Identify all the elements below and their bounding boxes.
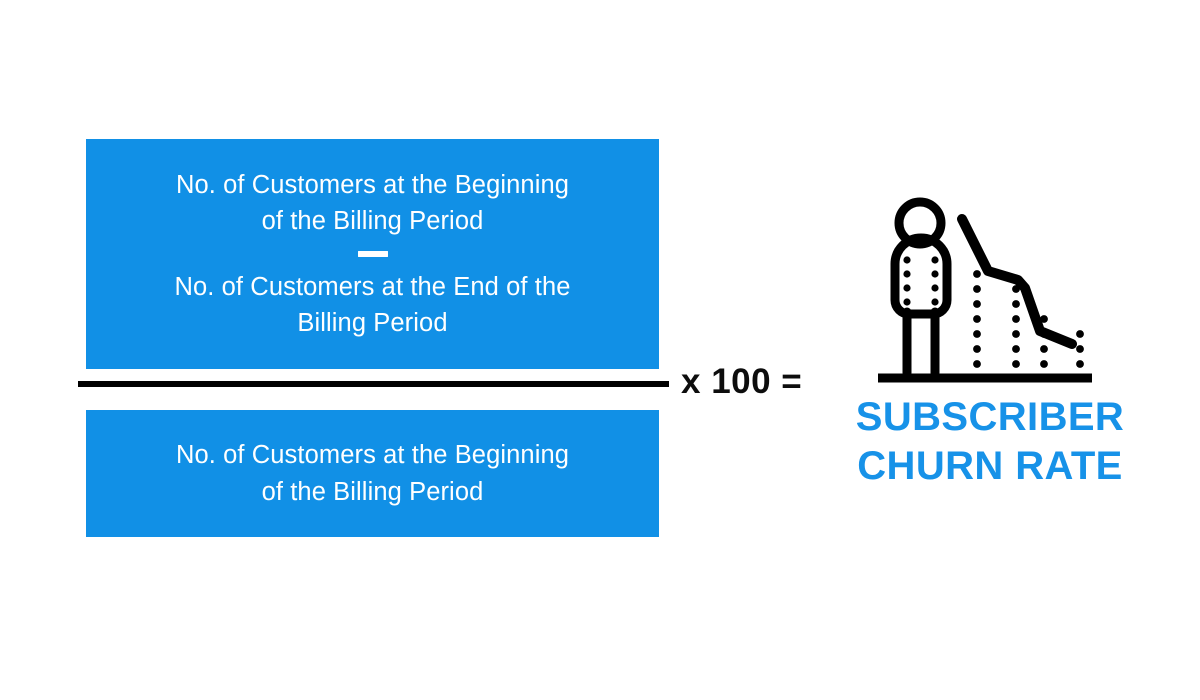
chart-dotted-columns bbox=[973, 270, 1084, 368]
numerator-line-2: No. of Customers at the End of the Billi… bbox=[174, 272, 571, 337]
multiplier-text: x 100 = bbox=[681, 362, 803, 401]
result-group: SUBSCRIBER CHURN RATE bbox=[820, 180, 1170, 510]
result-label: SUBSCRIBER CHURN RATE bbox=[855, 395, 1125, 488]
minus-sign-icon bbox=[357, 250, 388, 257]
person-with-declining-chart-icon bbox=[878, 197, 1092, 383]
numerator-box: No. of Customers at the Beginning of the… bbox=[86, 139, 659, 369]
fraction-bar bbox=[78, 381, 669, 387]
torso-dots bbox=[903, 256, 939, 306]
denominator-box: No. of Customers at the Beginning of the… bbox=[86, 410, 659, 537]
churn-formula: No. of Customers at the Beginning of the… bbox=[78, 139, 802, 537]
numerator-line-1: No. of Customers at the Beginning of the… bbox=[175, 171, 570, 236]
denominator-line-1: No. of Customers at the Beginning of the… bbox=[175, 441, 570, 506]
